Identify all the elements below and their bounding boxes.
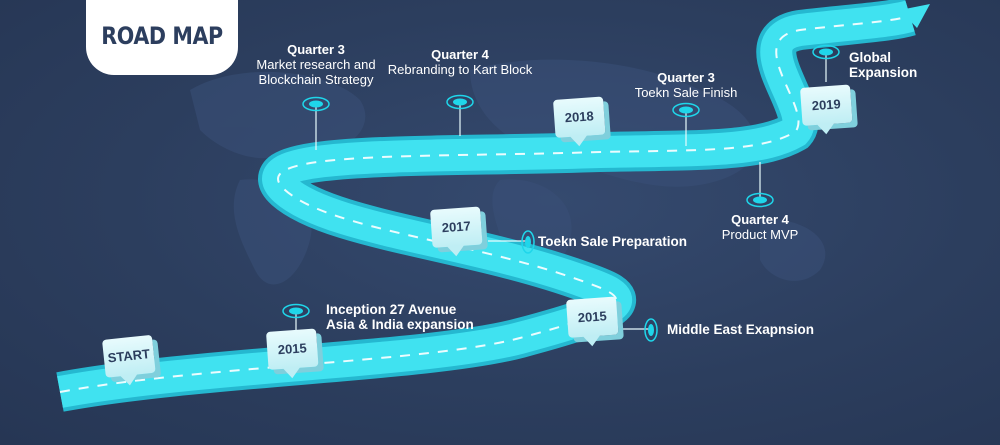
event-token-sale-preparation: Toekn Sale Preparation [538,234,688,249]
location-pin-icon [672,102,700,118]
location-pin-icon [746,192,774,208]
event-inception: Inception 27 Avenue Asia & India expansi… [326,302,474,332]
milestone-label: 2015 [277,340,308,358]
event-q4-product-mvp: Quarter 4 Product MVP [721,212,799,242]
location-pin-icon [282,303,310,319]
location-pin-icon [812,44,840,60]
location-pin-icon [302,96,330,112]
milestone-label: 2019 [811,96,842,114]
milestone-label: 2018 [564,108,595,126]
event-q4-rebranding: Quarter 4 Rebranding to Kart Block [387,47,533,77]
title-card: ROAD MAP [86,0,238,75]
road-arrow-icon [900,4,930,28]
event-connectors [295,52,827,332]
event-q3-token-sale-finish: Quarter 3 Toekn Sale Finish [634,70,738,100]
road [56,0,916,412]
milestone-label: START [106,346,151,366]
event-q3-market-research: Quarter 3 Market research and Blockchain… [256,42,376,87]
location-pin-icon [446,94,474,110]
location-pin-icon [644,318,658,342]
event-global-expansion: Global Expansion [849,50,918,80]
milestone-label: 2017 [441,218,472,236]
milestone-label: 2015 [577,308,608,326]
location-pin-icon [521,230,535,254]
page-title: ROAD MAP [101,22,223,50]
event-middle-east: Middle East Exapnsion [667,322,815,337]
